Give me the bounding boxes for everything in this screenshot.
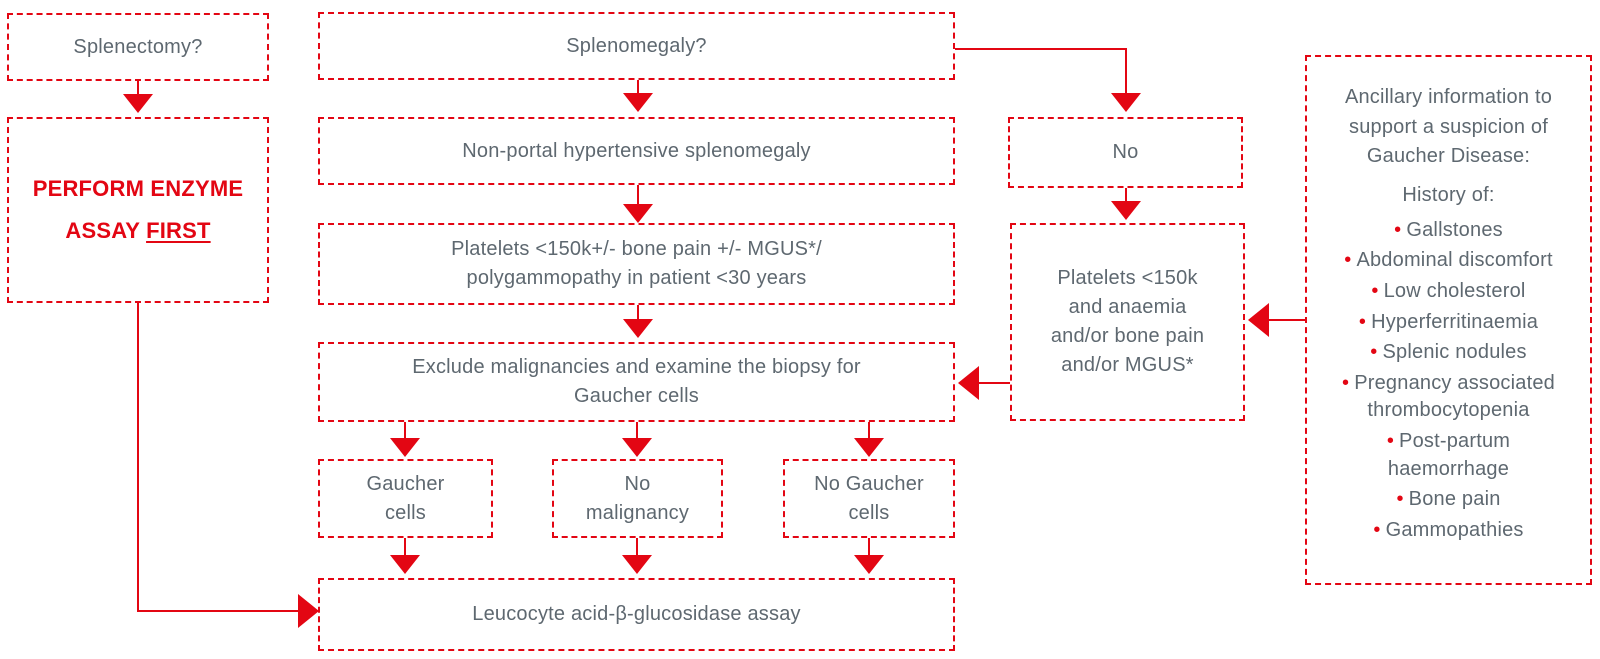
bullet-dot-icon: •: [1370, 341, 1378, 364]
node-no-malignancy: No malignancy: [552, 459, 723, 538]
arrow-splenomegaly-to-no-vline: [1125, 48, 1127, 94]
node-leucocyte-assay: Leucocyte acid-β-glucosidase assay: [318, 578, 955, 651]
bullet-dot-icon: •: [1358, 310, 1367, 333]
node-platelets-anaemia-criteria-label: Platelets <150k and anaemia and/or bone …: [1050, 267, 1205, 376]
node-splenomegaly-label: Splenomegaly?: [566, 34, 707, 57]
node-splenectomy: Splenectomy?: [7, 13, 269, 81]
arrow-nogaucher-to-assay-head: [854, 555, 884, 574]
arrow-gaucher-to-assay-head: [390, 555, 420, 574]
bullet-dot-icon: •: [1394, 218, 1402, 241]
node-platelets-mgus-criteria-label: Platelets <150k+/- bone pain +/- MGUS*/ …: [451, 238, 822, 289]
arrow-ancillary-to-plateletsside-head: [1248, 303, 1269, 337]
ancillary-heading: Ancillary information to support a suspi…: [1344, 86, 1553, 168]
list-item: •Bone pain: [1396, 488, 1501, 511]
arrow-splenectomy-to-perform-head: [123, 94, 153, 113]
node-platelets-mgus-criteria: Platelets <150k+/- bone pain +/- MGUS*/ …: [318, 223, 955, 305]
arrow-exclude-to-nomalignancy-line: [636, 422, 638, 439]
bullet-dot-icon: •: [1371, 279, 1379, 302]
node-platelets-anaemia-criteria: Platelets <150k and anaemia and/or bone …: [1010, 223, 1245, 421]
bullet-dot-icon: •: [1342, 371, 1350, 394]
node-no: No: [1008, 117, 1243, 188]
list-item: •Abdominal discomfort: [1344, 249, 1553, 272]
bullet-dot-icon: •: [1344, 249, 1352, 272]
node-gaucher-cells-label: Gaucher cells: [366, 472, 445, 524]
arrow-no-to-plateletsside-head: [1111, 201, 1141, 220]
arrow-exclude-to-gaucher-line: [404, 422, 406, 439]
underlined-word: FIRST: [146, 218, 211, 243]
list-item: •Hyperferritinaemia: [1358, 310, 1539, 333]
arrow-perform-to-assay-head: [298, 594, 319, 628]
ancillary-bullet-list: •Gallstones •Abdominal discomfort •Low c…: [1340, 217, 1557, 545]
node-gaucher-cells: Gaucher cells: [318, 459, 493, 538]
node-perform-enzyme-assay-first: PERFORM ENZYME ASSAY FIRST: [7, 117, 269, 303]
arrow-nomalignancy-to-assay-head: [622, 555, 652, 574]
node-leucocyte-assay-label: Leucocyte acid-β-glucosidase assay: [472, 603, 801, 625]
arrow-splenomegaly-to-nonportal-head: [623, 93, 653, 112]
ancillary-history-label: History of:: [1402, 183, 1495, 206]
bullet-dot-icon: •: [1373, 518, 1381, 541]
node-no-label: No: [1112, 141, 1139, 163]
node-non-portal-splenomegaly: Non-portal hypertensive splenomegaly: [318, 117, 955, 185]
node-exclude-malignancies-label: Exclude malignancies and examine the bio…: [412, 356, 861, 407]
arrow-nonportal-to-platelets-line: [637, 185, 639, 205]
arrow-nonportal-to-platelets-head: [623, 204, 653, 223]
arrow-splenomegaly-to-nonportal-line: [637, 80, 639, 94]
arrow-splenomegaly-to-no-hline: [955, 48, 1127, 50]
panel-ancillary-information: Ancillary information to support a suspi…: [1305, 55, 1592, 585]
node-no-malignancy-label: No malignancy: [585, 472, 690, 524]
arrow-exclude-to-gaucher-head: [390, 438, 420, 457]
node-no-gaucher-cells: No Gaucher cells: [783, 459, 955, 538]
node-perform-enzyme-assay-first-label: PERFORM ENZYME ASSAY FIRST: [32, 176, 244, 243]
arrow-perform-to-assay-vline: [137, 303, 139, 611]
list-item: •Pregnancy associated thrombocytopenia: [1342, 371, 1555, 422]
arrow-perform-to-assay-hline: [137, 610, 298, 612]
list-item: •Gallstones: [1394, 218, 1503, 241]
node-exclude-malignancies: Exclude malignancies and examine the bio…: [318, 342, 955, 422]
arrow-platelets-to-exclude-line: [637, 305, 639, 320]
arrow-exclude-to-nogaucher-line: [868, 422, 870, 439]
arrow-nogaucher-to-assay-line: [868, 538, 870, 556]
list-item: •Low cholesterol: [1371, 279, 1526, 302]
list-item: •Post-partum haemorrhage: [1386, 429, 1511, 480]
arrow-splenectomy-to-perform-line: [137, 81, 139, 95]
arrow-plateletsside-to-exclude-head: [958, 366, 979, 400]
arrow-platelets-to-exclude-head: [623, 319, 653, 338]
arrow-exclude-to-nomalignancy-head: [622, 438, 652, 457]
arrow-gaucher-to-assay-line: [404, 538, 406, 556]
list-item: •Gammopathies: [1373, 518, 1524, 541]
bullet-dot-icon: •: [1386, 429, 1395, 452]
node-splenectomy-label: Splenectomy?: [73, 35, 203, 58]
arrow-plateletsside-to-exclude-line: [979, 382, 1010, 384]
node-non-portal-splenomegaly-label: Non-portal hypertensive splenomegaly: [462, 139, 811, 162]
list-item: •Splenic nodules: [1370, 341, 1527, 364]
bullet-dot-icon: •: [1396, 488, 1404, 511]
arrow-exclude-to-nogaucher-head: [854, 438, 884, 457]
node-splenomegaly: Splenomegaly?: [318, 12, 955, 80]
arrow-nomalignancy-to-assay-line: [636, 538, 638, 556]
arrow-splenomegaly-to-no-head: [1111, 93, 1141, 112]
node-no-gaucher-cells-label: No Gaucher cells: [814, 472, 924, 524]
arrow-ancillary-to-plateletsside-line: [1269, 319, 1305, 321]
arrow-no-to-plateletsside-line: [1125, 188, 1127, 202]
